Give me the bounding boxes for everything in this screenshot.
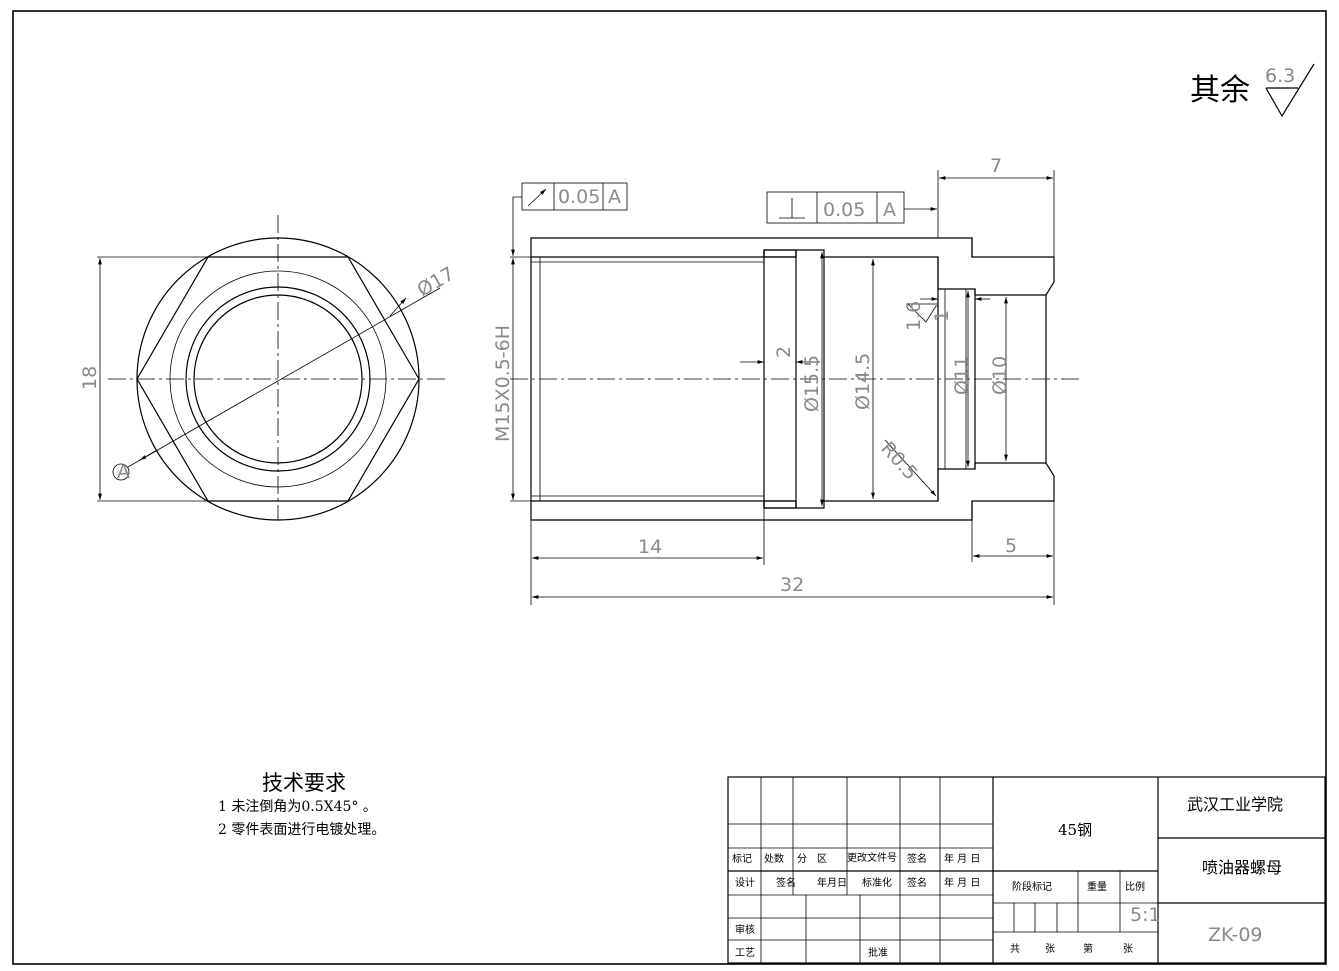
runout-datum: A [608,186,621,208]
label-ratio: 比例 [1125,880,1145,893]
label-total: 共 [1010,943,1020,955]
groove-width-dim: 2 [773,346,795,358]
hexagon [136,256,420,502]
thread-dim: M15X0.5-6H [492,325,514,442]
total-length-dim: 32 [780,574,804,596]
end-length-dim: 7 [990,155,1002,177]
datum-letter: A [117,461,130,483]
label-page: 第 [1083,942,1093,955]
label-mark: 标记 [732,853,752,865]
section-view: M15X0.5-6H 2 Ø15.5 Ø14.5 R0.5 Ø11 Ø10 1 … [492,155,1080,605]
label-date3: 年 月 日 [944,876,980,889]
label-sign3: 签名 [907,876,927,889]
technical-notes: 技术要求 1 未注倒角为0.5X45° 。 2 零件表面进行电镀处理。 [218,771,385,838]
thread-length-dim: 14 [638,536,662,558]
label-change-doc: 更改文件号 [847,851,897,864]
label-date2: 年月日 [817,876,847,889]
label-review: 审核 [735,923,755,936]
lower-wall [530,462,1055,521]
label-design: 设计 [735,876,755,889]
perp-value: 0.05 [823,199,865,221]
label-sheets: 张 [1045,943,1055,955]
label-stage: 阶段标记 [1012,880,1052,893]
scale-value: 5:1 [1130,904,1161,926]
label-standard: 标准化 [862,876,892,889]
label-count: 处数 [764,852,784,865]
roughness-label: 其余 [1190,73,1250,108]
label-weight: 重量 [1087,880,1107,893]
label-process: 工艺 [735,947,755,959]
runout-icon [527,188,547,207]
material: 45钢 [1058,821,1092,839]
perp-datum: A [883,199,896,221]
roughness-value: 6.3 [1265,65,1295,87]
drawing-number: ZK-09 [1208,924,1263,946]
chamfer-circle [169,270,387,488]
hex-width-dim: 18 [79,366,101,390]
label-approve: 批准 [868,946,888,959]
end-view: 18 Ø17 A [79,215,459,521]
label-date: 年 月 日 [944,852,980,865]
bore-roughness: 1.6 [903,301,925,331]
upper-wall [530,237,1055,296]
perpendicularity-frame: 0.05 A [766,191,937,224]
thread-major-circle [185,286,371,472]
label-zone: 分 区 [797,853,827,865]
thread-minor-circle [193,294,363,464]
runout-frame: 0.05 A [511,182,628,256]
part-name: 喷油器螺母 [1202,858,1282,877]
notes-title: 技术要求 [262,771,346,795]
school-name: 武汉工业学院 [1187,795,1283,814]
label-sign2: 签名 [776,876,796,889]
circle-dia-dim: Ø17 [414,263,459,302]
sheet-border [12,10,1327,965]
hole-dia-dim: Ø10 [989,356,1011,395]
roughness-general: 其余 6.3 [1190,63,1315,118]
groove-dia-dim: Ø15.5 [801,355,823,412]
small-bore-dim: Ø11 [951,356,973,395]
runout-value: 0.05 [558,186,600,208]
label-sign: 签名 [907,852,927,865]
bore-dia-dim: Ø14.5 [852,353,874,410]
datum-circle [112,463,130,481]
step-width-dim: 1 [931,310,953,322]
title-block: 45钢 武汉工业学院 喷油器螺母 ZK-09 5:1 标记 处数 分 区 更改文… [727,776,1326,964]
note-1: 1 未注倒角为0.5X45° 。 [218,799,377,815]
label-sheet: 张 [1123,943,1133,955]
note-2: 2 零件表面进行电镀处理。 [218,821,385,838]
fillet-dim: R0.5 [876,438,921,485]
tail-length-dim: 5 [1005,535,1017,557]
